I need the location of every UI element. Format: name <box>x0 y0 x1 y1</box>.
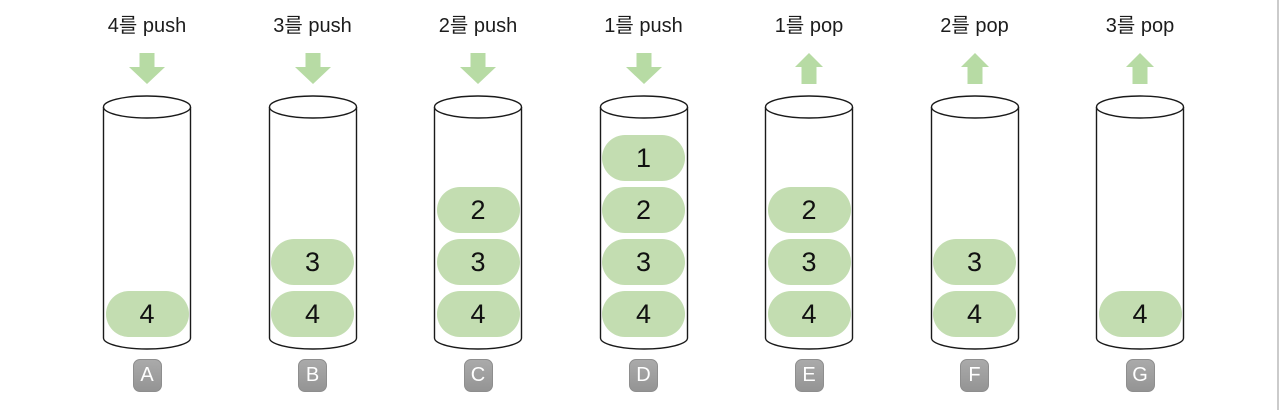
stack-label-chip: A <box>132 359 162 392</box>
operation-title: 1를 push <box>604 15 683 37</box>
stack-item: 4 <box>767 291 851 337</box>
page-edge-divider <box>1277 0 1279 410</box>
stack-item: 2 <box>602 187 685 233</box>
push-arrow-down-icon <box>129 53 165 84</box>
stack-cylinder: 3 4 <box>930 94 1020 350</box>
stack-column-a: 4를 push 4 A <box>77 0 217 392</box>
stack-item: 3 <box>767 239 851 285</box>
pop-arrow-up-icon <box>960 53 989 84</box>
stack-column-g: 3를 pop 4 G <box>1070 0 1210 392</box>
stack-item: 4 <box>271 291 354 337</box>
push-arrow-down-icon <box>294 53 331 84</box>
stack-column-b: 3를 push 3 4 B <box>243 0 383 392</box>
stack-label-chip: C <box>463 359 493 392</box>
stack-cylinder: 2 3 4 <box>433 94 523 350</box>
operation-title: 3를 pop <box>1105 15 1175 37</box>
operation-title: 1를 pop <box>774 15 844 37</box>
stack-item: 2 <box>436 187 520 233</box>
stack-cylinder: 3 4 <box>268 94 358 350</box>
stack-item: 3 <box>602 239 685 285</box>
stack-cylinder: 4 <box>1095 94 1185 350</box>
stack-label-chip: G <box>1125 359 1155 392</box>
stack-label-chip: D <box>629 359 658 392</box>
stack-item: 1 <box>602 135 685 181</box>
operation-title: 2를 pop <box>940 15 1009 37</box>
stack-column-f: 2를 pop 3 4 F <box>905 0 1045 392</box>
cylinder-icon <box>102 95 192 350</box>
stack-item: 4 <box>436 291 520 337</box>
push-arrow-down-icon <box>625 53 662 84</box>
stack-item: 3 <box>436 239 520 285</box>
stack-item: 4 <box>933 291 1016 337</box>
stack-cylinder: 1 2 3 4 <box>599 94 689 350</box>
pop-arrow-up-icon <box>1126 53 1154 84</box>
stack-item: 4 <box>602 291 685 337</box>
operation-title: 3를 push <box>273 15 352 37</box>
operation-title: 4를 push <box>107 15 187 37</box>
stack-column-c: 2를 push 2 3 4 C <box>408 0 548 392</box>
operation-title: 2를 push <box>438 15 518 37</box>
stack-cylinder: 2 3 4 <box>764 94 854 350</box>
push-arrow-down-icon <box>460 53 496 84</box>
stack-label-chip: F <box>960 359 989 392</box>
stack-item: 4 <box>1098 291 1182 337</box>
stack-columns-row: 4를 push 4 A 3를 push <box>77 0 1210 392</box>
cylinder-icon <box>268 95 357 350</box>
stack-item: 3 <box>933 239 1016 285</box>
stack-label-chip: E <box>794 359 824 392</box>
stack-column-e: 1를 pop 2 3 4 E <box>739 0 879 392</box>
stack-item: 2 <box>767 187 851 233</box>
cylinder-icon <box>930 95 1019 350</box>
stack-column-d: 1를 push 1 2 3 4 D <box>574 0 714 392</box>
stack-cylinder: 4 <box>102 94 192 350</box>
stack-label-chip: B <box>298 359 327 392</box>
stack-item: 4 <box>105 291 189 337</box>
pop-arrow-up-icon <box>795 53 823 84</box>
cylinder-icon <box>1095 95 1185 350</box>
stack-item: 3 <box>271 239 354 285</box>
